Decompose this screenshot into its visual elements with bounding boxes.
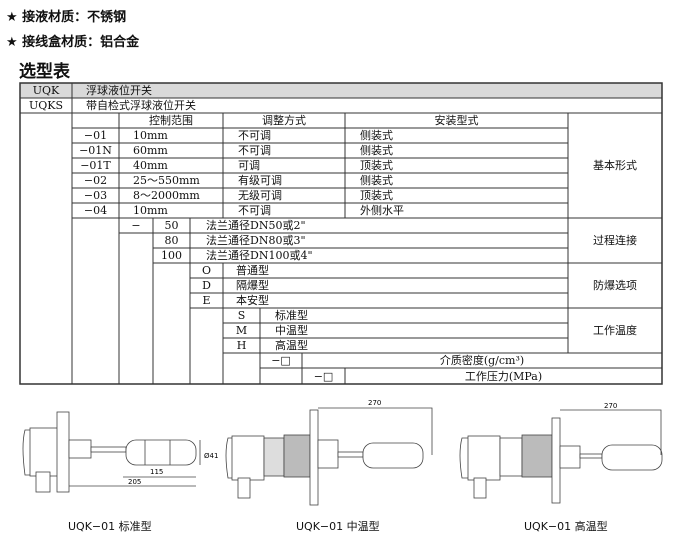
- table-cell: 隔爆型: [236, 279, 269, 292]
- table-cell: 法兰通径DN100或4": [206, 249, 313, 262]
- header-adjust: 调整方式: [262, 114, 306, 127]
- pressure-label: 工作压力(MPa): [464, 370, 543, 383]
- dim-115: 115: [150, 468, 163, 476]
- table-cell: 不可调: [238, 204, 271, 217]
- standard-type-drawing: [22, 411, 197, 493]
- table-cell: 无级可调: [238, 189, 282, 202]
- caption-medium: UQK−01 中温型: [296, 520, 380, 533]
- table-cell: 顶装式: [360, 189, 393, 202]
- section-title: 选型表: [19, 62, 70, 82]
- table-cell: 中温型: [275, 324, 308, 337]
- group-label-basic: 基本形式: [593, 159, 637, 172]
- table-cell: O: [201, 264, 212, 277]
- table-cell: S: [237, 309, 246, 322]
- dim-205: 205: [128, 478, 141, 486]
- table-cell: 法兰通径DN80或3": [206, 234, 306, 247]
- material-wetted: ★ 接液材质：不锈钢: [6, 10, 127, 25]
- table-cell: 25～550mm: [133, 174, 200, 187]
- table-cell: −01T: [80, 159, 111, 172]
- table-cell: 有级可调: [238, 174, 282, 187]
- table-cell: 本安型: [236, 294, 269, 307]
- table-cell: 侧装式: [360, 129, 393, 142]
- model-desc: 带自检式浮球液位开关: [86, 99, 196, 112]
- table-cell: 可调: [238, 159, 260, 172]
- dim-270: 270: [368, 399, 381, 407]
- table-cell: 10mm: [133, 129, 168, 142]
- table-cell: H: [236, 339, 247, 352]
- caption-standard: UQK−01 标准型: [68, 520, 152, 533]
- group-label-explosion: 防爆选项: [593, 279, 637, 292]
- table-cell: −: [131, 219, 141, 232]
- header-mount: 安装型式: [434, 114, 479, 127]
- table-cell: 普通型: [236, 264, 269, 277]
- group-label-temperature: 工作温度: [593, 324, 637, 337]
- medium-temp-drawing: [225, 409, 424, 506]
- table-cell: 8～2000mm: [133, 189, 200, 202]
- table-cell: 侧装式: [360, 144, 393, 157]
- table-cell: 60mm: [133, 144, 168, 157]
- table-cell: 不可调: [238, 129, 271, 142]
- table-cell: 侧装式: [360, 174, 393, 187]
- model-code: UQKS: [28, 99, 64, 112]
- table-cell: −01: [83, 129, 108, 142]
- high-temp-drawing: [459, 417, 663, 504]
- table-cell: 标准型: [275, 309, 308, 322]
- density-code: −□: [271, 354, 291, 367]
- table-cell: 50: [164, 219, 179, 232]
- table-cell: E: [202, 294, 211, 307]
- model-code: UQK: [32, 84, 60, 97]
- caption-high: UQK−01 高温型: [524, 520, 608, 533]
- model-desc: 浮球液位开关: [86, 84, 152, 97]
- table-cell: −01N: [79, 144, 112, 157]
- material-housing: ★ 接线盒材质：铝合金: [6, 35, 140, 50]
- table-cell: D: [202, 279, 211, 292]
- table-cell: 外侧水平: [360, 204, 404, 217]
- table-cell: 法兰通径DN50或2": [206, 219, 306, 232]
- table-cell: 高温型: [275, 339, 308, 352]
- table-cell: −04: [83, 204, 108, 217]
- pressure-code: −□: [313, 370, 334, 383]
- table-cell: 顶装式: [360, 159, 393, 172]
- table-cell: 80: [164, 234, 179, 247]
- dim-270: 270: [604, 402, 617, 410]
- table-cell: 10mm: [133, 204, 168, 217]
- header-range: 控制范围: [149, 114, 193, 127]
- table-cell: 不可调: [238, 144, 271, 157]
- table-cell: 100: [161, 249, 182, 262]
- dim-dia: Ø41: [204, 452, 218, 460]
- table-cell: 40mm: [133, 159, 168, 172]
- table-cell: −02: [83, 174, 108, 187]
- group-label-connection: 过程连接: [593, 234, 637, 247]
- table-cell: −03: [83, 189, 108, 202]
- table-cell: M: [235, 324, 248, 337]
- density-label: 介质密度(g/cm³): [439, 354, 525, 367]
